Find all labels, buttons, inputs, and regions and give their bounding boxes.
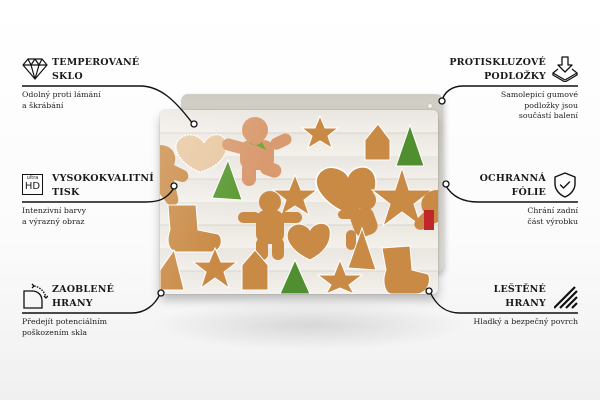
feature-description: a škrábání <box>22 100 64 110</box>
feature-title: TEMPEROVANÉ <box>52 57 140 68</box>
hd-label: HD <box>24 181 41 192</box>
product-glass-image <box>160 110 438 294</box>
ultra-hd-icon: ultra HD <box>22 174 43 195</box>
feature-title: OCHRANNÁ <box>479 173 546 184</box>
feature-anti-slip-pads: PROTISKLUZOVÉ PODLOŽKY Samolepicí gumové… <box>418 56 578 120</box>
feature-description: podložky jsou <box>524 100 578 110</box>
feature-description: Intenzivní barvy <box>22 206 87 215</box>
feature-description: Chrání zadní <box>527 206 578 215</box>
feature-title: PODLOŽKY <box>484 71 546 82</box>
feature-description: Samolepicí gumové <box>500 90 578 99</box>
diamond-icon <box>22 58 48 80</box>
feature-protective-film: OCHRANNÁ FÓLIE Chrání zadní část výrobku <box>418 172 578 232</box>
product-shadow <box>150 300 470 350</box>
rounded-corner-icon <box>23 283 48 309</box>
feature-description: část výrobku <box>527 216 578 226</box>
feature-title: HRANY <box>505 298 546 309</box>
feature-polished-edges: LEŠTĚNÉ HRANY Hladký a bezpečný povrch <box>408 283 578 333</box>
feature-description: součástí balení <box>518 111 578 120</box>
polished-edge-icon <box>554 286 578 309</box>
feature-title: SKLO <box>52 71 83 82</box>
feature-description: Předejít potenciálním <box>22 317 108 326</box>
feature-title: PROTISKLUZOVÉ <box>449 57 546 68</box>
feature-title: HRANY <box>52 298 93 309</box>
feature-title: ZAOBLENÉ <box>52 284 115 295</box>
feature-description: poškozením skla <box>22 327 88 337</box>
shield-check-icon <box>554 172 576 198</box>
ultra-label: ultra <box>26 175 39 181</box>
feature-title: FÓLIE <box>511 187 546 198</box>
feature-title: LEŠTĚNÉ <box>493 284 546 295</box>
feature-title: TISK <box>52 187 80 198</box>
feature-title: VYSOKOKVALITNÍ <box>52 173 154 184</box>
feature-description: a výrazný obraz <box>22 216 85 226</box>
anti-slip-pad-icon <box>552 56 578 82</box>
mounting-stud <box>428 104 432 108</box>
feature-description: Odolný proti lámání <box>22 90 101 99</box>
feature-description: Hladký a bezpečný povrch <box>473 317 578 326</box>
